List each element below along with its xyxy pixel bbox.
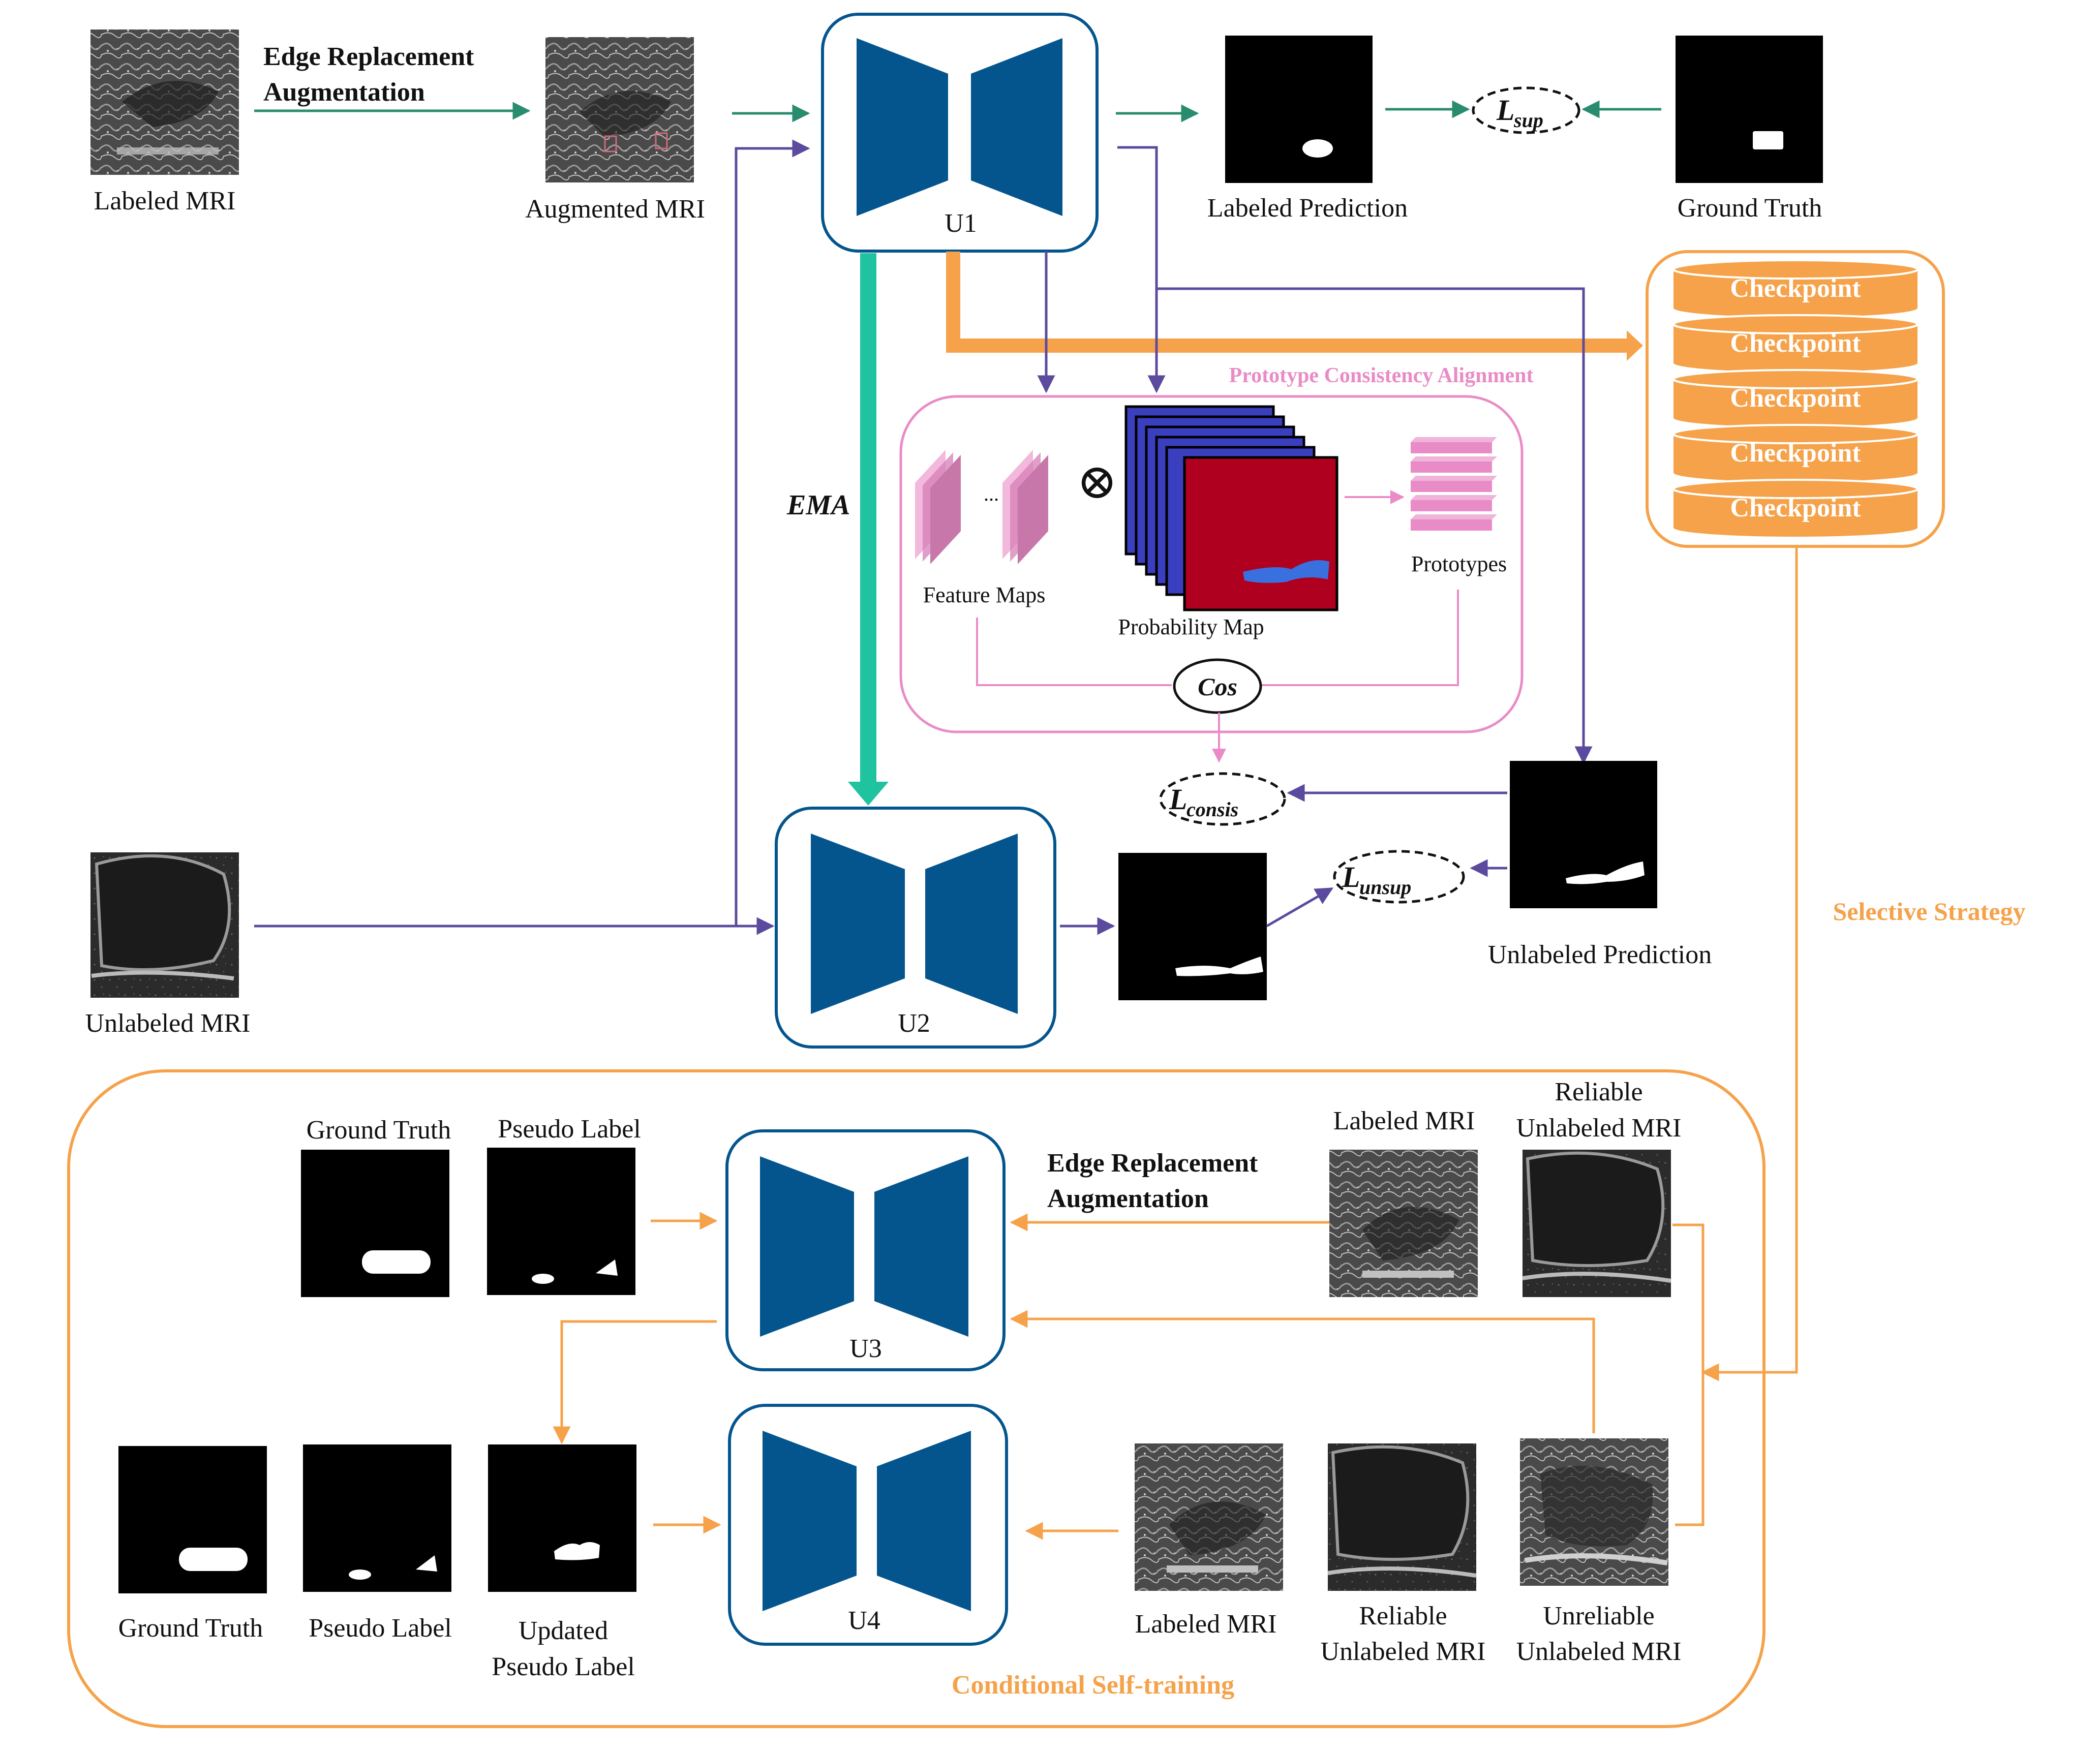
u1-to-checkpoint-arrow <box>946 252 1627 353</box>
pseudo-label-2-image <box>303 1444 451 1592</box>
conditional-container <box>67 1069 1766 1728</box>
svg-text:Cos: Cos <box>1198 672 1237 701</box>
probability-map-label: Probability Map <box>1118 614 1264 639</box>
unreliable-to-u3-arrow <box>1010 1310 1595 1433</box>
checkpoint-item: Checkpoint <box>1672 424 1919 482</box>
svg-text:sup: sup <box>1513 109 1543 132</box>
pseudo-label-1-image <box>487 1148 635 1295</box>
ground-truth-2-label: Ground Truth <box>118 1614 263 1643</box>
reliable-1-line1: Reliable <box>1555 1078 1642 1106</box>
unreliable-line1: Unreliable <box>1543 1602 1654 1630</box>
labeled-mri-1-label: Labeled MRI <box>1333 1106 1475 1135</box>
svg-text:...: ... <box>984 482 999 505</box>
ground-truth-1-image <box>301 1150 449 1297</box>
unreliable-line2: Unlabeled MRI <box>1516 1637 1682 1666</box>
ema-arrowhead <box>848 782 889 806</box>
pseudo-label-2-label: Pseudo Label <box>309 1614 452 1643</box>
checkpoint-item: Checkpoint <box>1672 479 1919 537</box>
updated-line1: Updated <box>519 1616 608 1645</box>
u3-label: U3 <box>849 1334 882 1363</box>
ground-truth-top-image <box>1676 36 1823 183</box>
checkpoint-item: Checkpoint <box>1672 369 1919 427</box>
checkpoint-label: Checkpoint <box>1730 384 1861 413</box>
u4-label: U4 <box>848 1606 880 1635</box>
prototypes-label: Prototypes <box>1411 551 1507 576</box>
labeled-mri-2-image <box>1135 1443 1283 1591</box>
labeled-mri-label: Labeled MRI <box>94 187 236 216</box>
prototypes-to-cos-line <box>1261 590 1459 686</box>
u2-network <box>775 807 1056 1049</box>
unlabeled-prediction-label: Unlabeled Prediction <box>1488 940 1712 969</box>
svg-text:L: L <box>1169 783 1187 816</box>
augmented-mri-image <box>545 37 694 182</box>
reliable-1-line2: Unlabeled MRI <box>1516 1114 1682 1143</box>
u1-label: U1 <box>945 209 977 238</box>
ground-truth-top-label: Ground Truth <box>1678 194 1822 223</box>
checkpoint-label: Checkpoint <box>1730 274 1861 303</box>
unlabeled-prediction-image <box>1510 761 1657 908</box>
edge-aug-bottom-line1: Edge Replacement <box>1047 1149 1258 1178</box>
checkpoint-stack: CheckpointCheckpointCheckpointCheckpoint… <box>1672 259 1919 537</box>
unlabeled-mri-label: Unlabeled MRI <box>85 1009 251 1038</box>
feature-to-cos-line <box>976 618 1172 686</box>
cos-node: Cos <box>1173 658 1262 714</box>
edge-aug-label-line1: Edge Replacement <box>263 42 474 71</box>
checkpoint-item: Checkpoint <box>1672 314 1919 372</box>
u4-network <box>728 1404 1008 1646</box>
labeled-mri-1-image <box>1329 1150 1478 1297</box>
reliable-2-line2: Unlabeled MRI <box>1321 1637 1486 1666</box>
proto-title: Prototype Consistency Alignment <box>1229 364 1534 387</box>
u3-to-updated-arrow <box>553 1320 717 1444</box>
feature-maps-icon: ... <box>915 450 1048 564</box>
ema-label: EMA <box>786 489 850 521</box>
prototypes-icon <box>1411 437 1497 531</box>
unlabeled-mri-image <box>90 852 239 998</box>
augmented-mri-label: Augmented MRI <box>525 195 705 224</box>
labeled-prediction-image <box>1225 36 1373 183</box>
checkpoint-label: Checkpoint <box>1730 494 1861 522</box>
pseudo-label-1-label: Pseudo Label <box>498 1115 641 1144</box>
selective-strategy-label: Selective Strategy <box>1833 897 2025 926</box>
u1-to-unlabeled-pred-arrow <box>1156 287 1593 764</box>
u2-prediction-image <box>1118 853 1267 1000</box>
edge-aug-label-line2: Augmentation <box>263 78 425 107</box>
updated-pseudo-label-image <box>488 1444 636 1592</box>
ground-truth-2-image <box>118 1446 267 1593</box>
svg-text:unsup: unsup <box>1359 876 1411 899</box>
u1-network <box>821 13 1099 253</box>
ground-truth-1-label: Ground Truth <box>307 1116 451 1145</box>
u1-to-checkpoint-arrowhead <box>1627 330 1643 361</box>
svg-text:L: L <box>1496 94 1514 127</box>
labeled-mri-2-label: Labeled MRI <box>1135 1610 1277 1639</box>
loss-unsup: L unsup <box>1333 850 1465 904</box>
unlabeled-to-u1-arrow <box>735 139 810 926</box>
selective-strategy-line <box>1701 547 1798 1381</box>
reliable-2-line1: Reliable <box>1359 1602 1447 1630</box>
u1-to-probability-arrow <box>1117 146 1166 393</box>
updated-line2: Pseudo Label <box>492 1652 635 1681</box>
checkpoint-item: Checkpoint <box>1672 259 1919 317</box>
reliable-unlabeled-1-image <box>1522 1150 1671 1297</box>
labeled-prediction-label: Labeled Prediction <box>1207 194 1408 223</box>
multiply-symbol: ⊗ <box>1077 454 1117 509</box>
conditional-label: Conditional Self-training <box>952 1671 1234 1700</box>
u2-label: U2 <box>898 1009 930 1038</box>
svg-text:consis: consis <box>1186 798 1238 821</box>
checkpoint-label: Checkpoint <box>1730 439 1861 468</box>
feature-maps-label: Feature Maps <box>923 582 1046 607</box>
reliable-unlabeled-2-image <box>1327 1443 1477 1591</box>
ema-arrow <box>860 253 876 782</box>
u2-pred-to-lunsup-arrow <box>1266 887 1334 928</box>
edge-aug-bottom-line2: Augmentation <box>1047 1184 1209 1213</box>
svg-text:L: L <box>1342 860 1360 894</box>
reliable-bracket <box>1672 1223 1705 1526</box>
checkpoint-label: Checkpoint <box>1730 329 1861 358</box>
labeled-mri-image <box>90 29 239 175</box>
loss-consis: L consis <box>1159 772 1286 826</box>
loss-sup: L sup <box>1472 86 1580 134</box>
u3-network <box>725 1129 1006 1371</box>
unreliable-unlabeled-image <box>1520 1438 1668 1586</box>
probability-map-icon <box>1124 405 1338 611</box>
